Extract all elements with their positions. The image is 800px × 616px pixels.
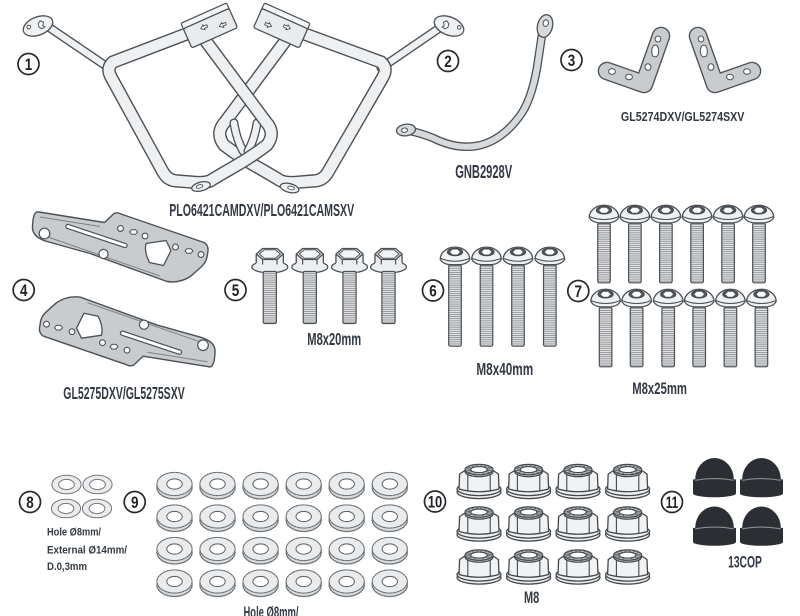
svg-text:4: 4	[20, 281, 28, 300]
svg-text:D.0,3mm: D.0,3mm	[47, 561, 87, 573]
svg-text:M8x20mm: M8x20mm	[307, 329, 361, 349]
svg-text:GL5274DXV/GL5274SXV: GL5274DXV/GL5274SXV	[621, 109, 745, 124]
svg-text:11: 11	[666, 493, 679, 512]
svg-text:PLO6421CAMDXV/PLO6421CAMSXV: PLO6421CAMDXV/PLO6421CAMSXV	[169, 200, 354, 220]
svg-text:9: 9	[131, 493, 139, 512]
svg-text:External Ø14mm/: External Ø14mm/	[47, 545, 128, 557]
svg-text:GL5275DXV/GL5275SXV: GL5275DXV/GL5275SXV	[63, 383, 185, 403]
svg-text:13COP: 13COP	[728, 553, 762, 572]
svg-text:1: 1	[25, 55, 33, 74]
svg-text:GNB2928V: GNB2928V	[455, 161, 512, 182]
svg-text:7: 7	[575, 282, 583, 301]
svg-text:M8x25mm: M8x25mm	[632, 380, 687, 398]
svg-text:2: 2	[444, 52, 452, 71]
svg-text:5: 5	[232, 281, 240, 300]
svg-text:M8: M8	[524, 588, 539, 607]
svg-text:6: 6	[429, 282, 437, 301]
svg-text:8: 8	[26, 493, 34, 512]
svg-text:Hole Ø8mm/: Hole Ø8mm/	[47, 527, 102, 539]
svg-text:Hole Ø8mm/: Hole Ø8mm/	[244, 605, 299, 616]
svg-text:10: 10	[428, 493, 443, 512]
svg-text:M8x40mm: M8x40mm	[476, 359, 533, 379]
svg-text:3: 3	[568, 51, 576, 70]
